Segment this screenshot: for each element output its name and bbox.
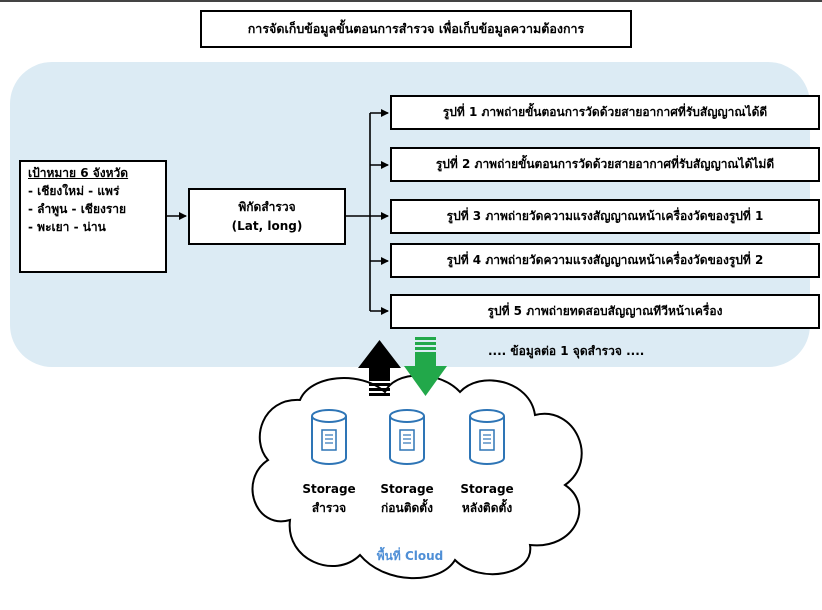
photo-5-text: รูปที่ 5 ภาพถ่ายทดสอบสัญญาณทีวีหน้าเครื่… (487, 304, 723, 318)
storage-icon-survey (311, 409, 347, 465)
photo-box-5: รูปที่ 5 ภาพถ่ายทดสอบสัญญาณทีวีหน้าเครื่… (390, 294, 820, 329)
storage-icon-before-install (389, 409, 425, 465)
cloud-area-caption: พื้นที่ Cloud (376, 549, 444, 563)
survey-coordinate-box: พิกัดสำรวจ (Lat, long) (188, 188, 346, 245)
photo-box-2: รูปที่ 2 ภาพถ่ายขั้นตอนการวัดด้วยสายอากา… (390, 147, 820, 182)
photo-box-4: รูปที่ 4 ภาพถ่ายวัดความแรงสัญญาณหน้าเครื… (390, 243, 820, 278)
storage-survey-line2: สำรวจ (311, 500, 347, 515)
diagram-title: การจัดเก็บข้อมูลขั้นตอนการสำรวจ เพื่อเก็… (200, 10, 632, 48)
storage-after-line1: Storage (460, 482, 514, 496)
storage-label-survey: Storage สำรวจ (284, 480, 374, 517)
photo-box-1: รูปที่ 1 ภาพถ่ายขั้นตอนการวัดด้วยสายอากา… (390, 95, 820, 130)
storage-after-line2: หลังติดตั้ง (461, 500, 513, 515)
arrow-down-icon (404, 337, 447, 396)
goal-line-1: - เชียงใหม่ - แพร่ (28, 184, 120, 198)
goal-line-3: - พะเยา - น่าน (28, 220, 106, 234)
storage-survey-line1: Storage (302, 482, 356, 496)
goal-title: เป้าหมาย 6 จังหวัด (28, 166, 129, 180)
arrow-up-icon (358, 340, 401, 396)
coord-sub: (Lat, long) (231, 218, 303, 233)
diagram-title-text: การจัดเก็บข้อมูลขั้นตอนการสำรวจ เพื่อเก็… (247, 21, 585, 37)
goal-provinces-box: เป้าหมาย 6 จังหวัด - เชียงใหม่ - แพร่ - … (19, 160, 167, 273)
photo-2-text: รูปที่ 2 ภาพถ่ายขั้นตอนการวัดด้วยสายอากา… (435, 157, 775, 171)
photo-box-3: รูปที่ 3 ภาพถ่ายวัดความแรงสัญญาณหน้าเครื… (390, 199, 820, 234)
photo-4-text: รูปที่ 4 ภาพถ่ายวัดความแรงสัญญาณหน้าเครื… (446, 253, 764, 267)
goal-line-2: - ลำพูน - เชียงราย (28, 202, 127, 216)
photo-1-text: รูปที่ 1 ภาพถ่ายขั้นตอนการวัดด้วยสายอากา… (442, 105, 768, 119)
storage-before-line2: ก่อนติดตั้ง (381, 500, 433, 515)
storage-label-after-install: Storage หลังติดตั้ง (442, 480, 532, 517)
photo-3-text: รูปที่ 3 ภาพถ่ายวัดความแรงสัญญาณหน้าเครื… (446, 209, 764, 223)
storage-icon-after-install (469, 409, 505, 465)
top-border-line (0, 0, 822, 2)
coord-label: พิกัดสำรวจ (238, 199, 296, 214)
per-point-note: .... ข้อมูลต่อ 1 จุดสำรวจ .... (488, 344, 645, 358)
storage-before-line1: Storage (380, 482, 434, 496)
storage-label-before-install: Storage ก่อนติดตั้ง (362, 480, 452, 517)
